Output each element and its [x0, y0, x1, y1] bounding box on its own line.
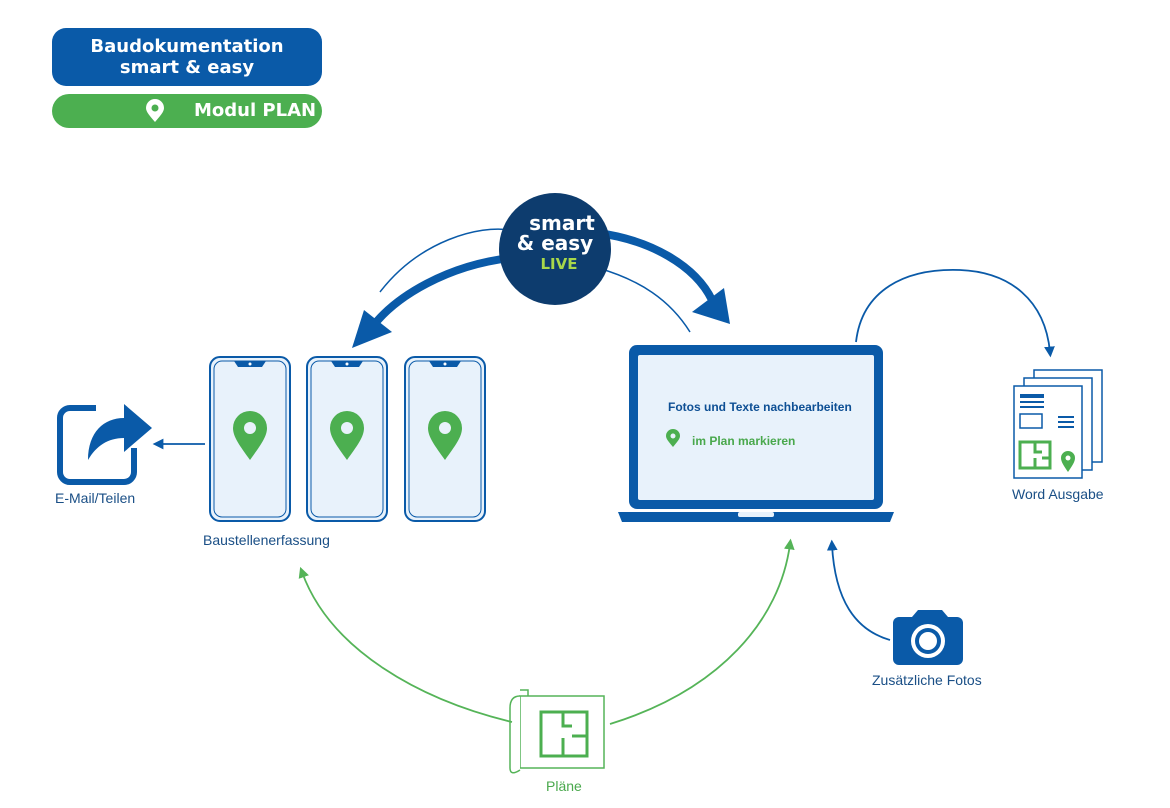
arrow-plans-to-phones [298, 566, 513, 723]
arrow-to-word [855, 269, 1055, 358]
module-label: Modul PLAN [194, 100, 317, 121]
map-pin-icon [330, 411, 364, 460]
document-stack-icon [1013, 369, 1103, 479]
header-title-line2: smart & easy [119, 57, 255, 78]
header-title-line1: Baudokumentation [90, 36, 284, 57]
word-label: Word Ausgabe [1012, 486, 1104, 502]
live-line3: LIVE [540, 255, 578, 273]
map-pin-icon [666, 429, 680, 447]
map-pin-icon [428, 411, 462, 460]
email-label: E-Mail/Teilen [55, 490, 136, 506]
floor-plan-icon [509, 689, 605, 774]
arrow-head-right [692, 288, 730, 324]
module-badge: Modul PLAN [52, 94, 322, 128]
sync-arrows [352, 228, 730, 348]
plans-label: Pläne [546, 778, 582, 794]
camera-label: Zusätzliche Fotos [872, 672, 982, 688]
laptop-screen-subtitle: im Plan markieren [692, 434, 796, 448]
live-line1: smart [529, 211, 595, 235]
live-line2: & easy [516, 231, 594, 255]
laptop [618, 345, 894, 522]
arrow-head-left [352, 310, 392, 348]
header-title-badge: Baudokumentation smart & easy [52, 28, 322, 86]
map-pin-icon [146, 99, 164, 122]
live-badge: smart & easy LIVE [499, 193, 611, 305]
map-pin-icon [233, 411, 267, 460]
camera-icon [893, 610, 963, 665]
arrow-plans-to-laptop [609, 538, 795, 725]
phones-label: Baustellenerfassung [203, 532, 330, 548]
arrow-from-camera [826, 539, 891, 641]
laptop-screen-title: Fotos und Texte nachbearbeiten [668, 400, 852, 414]
share-icon [57, 404, 152, 485]
